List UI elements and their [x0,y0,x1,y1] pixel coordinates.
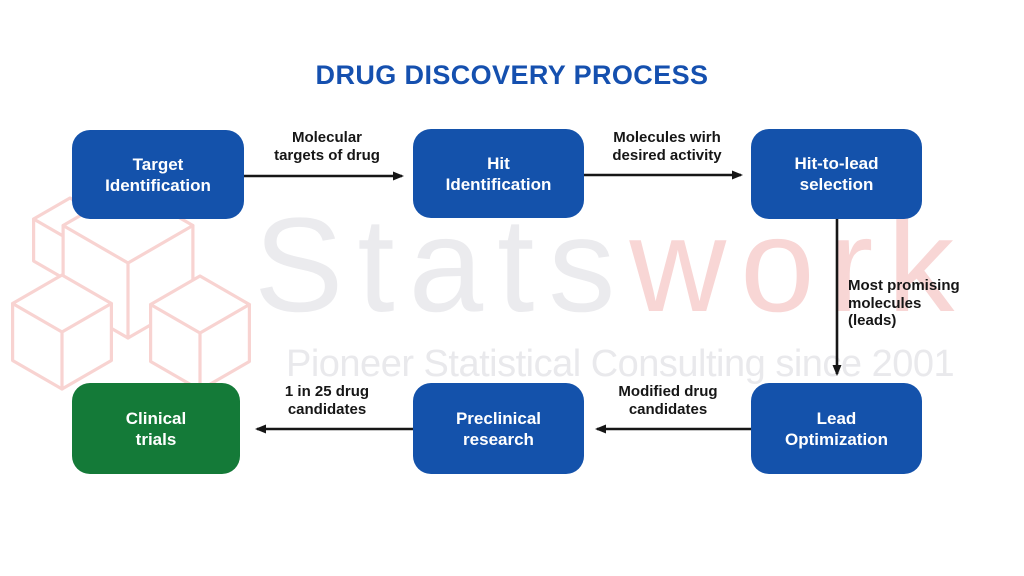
box-label: Target Identification [105,154,211,195]
box-label: Hit Identification [445,153,552,194]
page-title: DRUG DISCOVERY PROCESS [315,60,709,90]
box-target-identification: Target Identification [72,130,244,219]
cubes-logo-icon [11,190,251,392]
box-preclinical-research: Preclinical research [413,383,584,474]
arrow-label-most-promising-molecules: Most promising molecules (leads) [848,277,960,329]
watermark-brand-accent: work [629,191,969,340]
box-hit-to-lead-selection: Hit-to-lead selection [751,129,922,219]
box-label: Hit-to-lead selection [794,154,879,194]
arrow-label-1-in-25-drug-candidates: 1 in 25 drug candidates [284,383,370,418]
watermark-tagline: Pioneer Statistical Consulting since 200… [286,343,955,385]
watermark-brand: Statswork [254,199,968,333]
box-label: Preclinical research [455,408,542,449]
arrow-label-molecules-desired-activity: Molecules wirh desired activity [612,129,722,164]
watermark-brand-gray: Stats [254,191,630,340]
arrow-label-molecular-targets: Molecular targets of drug [274,129,380,164]
box-label: Lead Optimization [785,408,888,449]
box-hit-identification: Hit Identification [413,129,584,218]
box-clinical-trials: Clinical trials [72,383,240,474]
box-lead-optimization: Lead Optimization [751,383,922,474]
arrow-label-modified-drug-candidates: Modified drug candidates [618,383,718,418]
box-label: Clinical trials [125,408,187,449]
